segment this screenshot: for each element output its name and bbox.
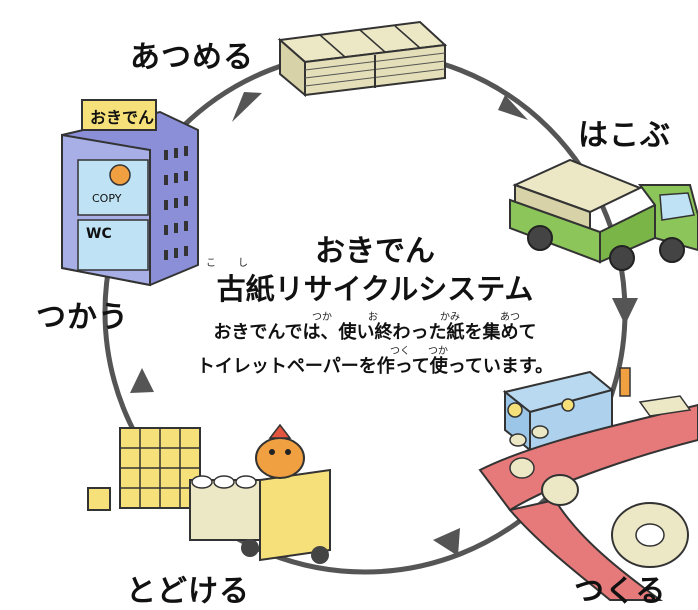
ruby-atsu: あつ: [500, 312, 520, 323]
center-description-line1: おきでんでは、使い終わった紙を集めて: [213, 322, 537, 343]
step-label-use: つかう: [36, 300, 129, 335]
cycle-arrow-top-left: [232, 92, 262, 122]
ruby-tsuku: つく: [390, 346, 410, 357]
ruby-shi: し: [238, 258, 248, 269]
cycle-arrow-left: [130, 368, 154, 393]
building-sign: おきでん: [90, 108, 155, 127]
cycle-arrow-right: [612, 298, 638, 325]
cycle-arrow-bottom: [433, 528, 460, 556]
ruby-kami: かみ: [440, 312, 460, 323]
step-label-deliver: とどける: [126, 574, 250, 609]
factory-icon: [478, 367, 698, 601]
paper-bundle-icon: [277, 20, 448, 98]
center-title-line1: おきでん: [315, 234, 435, 269]
center-title-line2: 古紙リサイクルシステム: [216, 272, 534, 306]
copy-label: COPY: [92, 192, 122, 205]
center-description-line2: トイレットペーパーを作って使っています。: [196, 356, 554, 377]
ruby-o: お: [368, 312, 378, 323]
ruby-tsuka1: つか: [312, 312, 332, 323]
step-label-carry: はこぶ: [578, 118, 671, 153]
roll-cart-icon: [87, 423, 331, 564]
truck-icon: [509, 158, 698, 271]
step-label-collect: あつめる: [130, 40, 254, 75]
ruby-tsuka2: つか: [428, 346, 448, 357]
step-label-make: つくる: [574, 574, 667, 609]
cycle-arrow-top-right: [498, 95, 528, 120]
wc-label: WC: [86, 226, 112, 242]
office-building-icon: [61, 99, 199, 287]
ruby-ko: こ: [206, 258, 216, 269]
